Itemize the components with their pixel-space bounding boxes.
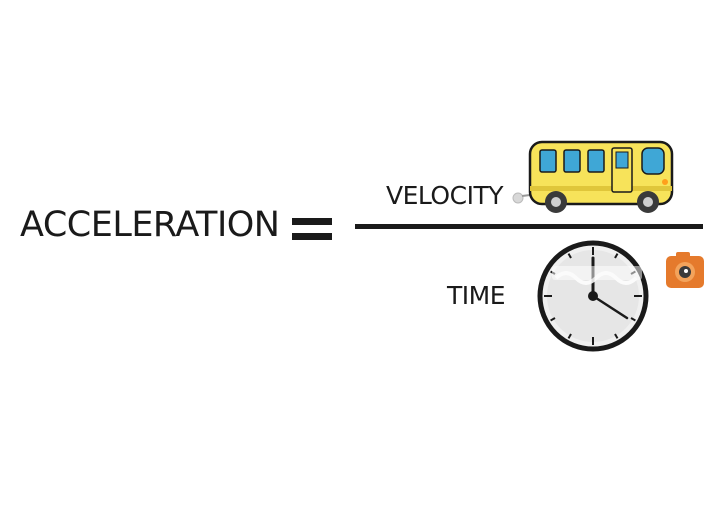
equals-bar-top bbox=[292, 218, 332, 225]
fraction-bar bbox=[355, 224, 703, 229]
camera-logo-icon bbox=[552, 252, 704, 288]
velocity-label: VELOCITY bbox=[386, 181, 503, 210]
acceleration-label: ACCELERATION bbox=[20, 205, 280, 245]
equals-sign bbox=[292, 214, 332, 244]
school-bus-icon bbox=[512, 140, 674, 213]
time-label: TIME bbox=[447, 281, 506, 310]
equals-bar-bottom bbox=[292, 233, 332, 240]
